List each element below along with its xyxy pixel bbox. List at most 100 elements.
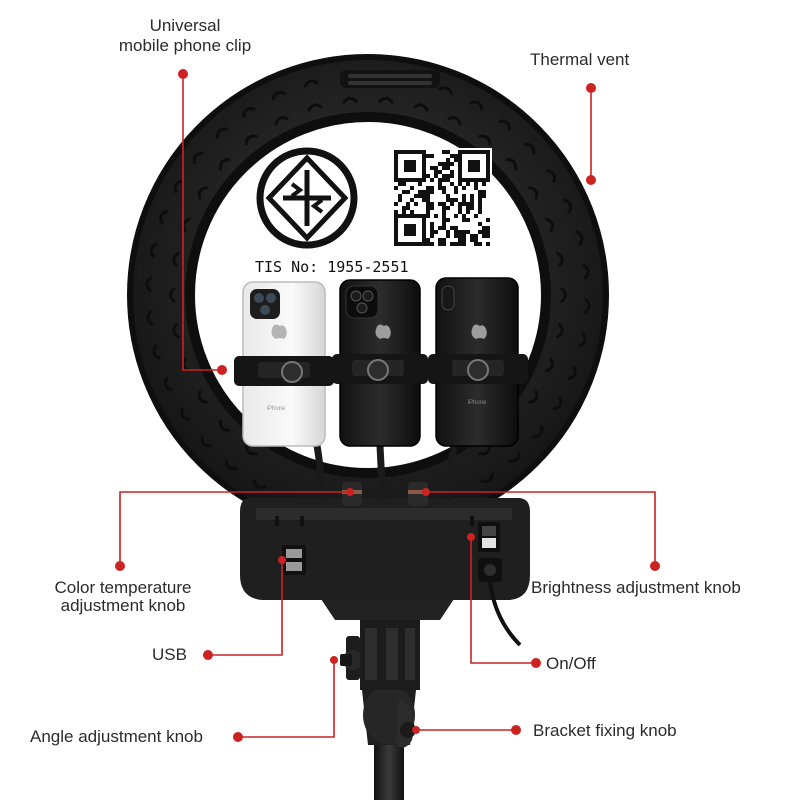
qr-module bbox=[410, 198, 414, 202]
qr-module bbox=[418, 182, 422, 186]
qr-module bbox=[430, 242, 434, 246]
qr-finder bbox=[394, 214, 426, 246]
qr-module bbox=[446, 198, 450, 202]
qr-module bbox=[462, 234, 466, 238]
qr-module bbox=[454, 186, 458, 190]
qr-module bbox=[430, 190, 434, 194]
qr-module bbox=[442, 178, 446, 182]
power-switch[interactable] bbox=[478, 522, 500, 552]
vent-crescent bbox=[562, 198, 573, 214]
vent-crescent bbox=[532, 425, 544, 439]
qr-module bbox=[422, 190, 426, 194]
qr-module bbox=[438, 170, 442, 174]
qr-module bbox=[438, 182, 442, 186]
label-thermal-vent: Thermal vent bbox=[530, 50, 630, 69]
apple-logo-icon bbox=[271, 324, 287, 339]
phone-clip-center[interactable] bbox=[332, 354, 428, 384]
vent-crescent bbox=[244, 134, 258, 146]
qr-module bbox=[394, 202, 398, 206]
qr-module bbox=[474, 238, 478, 242]
qr-module bbox=[470, 238, 474, 242]
qr-module bbox=[482, 226, 486, 230]
angle-adjustment-knob[interactable] bbox=[340, 636, 363, 680]
qr-module bbox=[458, 238, 462, 242]
tis-number: TIS No: 1955-2551 bbox=[255, 258, 409, 276]
qr-module bbox=[442, 206, 446, 210]
vent-crescent bbox=[242, 107, 256, 118]
qr-module bbox=[422, 198, 426, 202]
qr-module bbox=[402, 182, 406, 186]
qr-module bbox=[426, 210, 430, 214]
qr-module bbox=[418, 190, 422, 194]
qr-module bbox=[426, 206, 430, 210]
label-on-off: On/Off bbox=[546, 654, 596, 673]
qr-module bbox=[454, 230, 458, 234]
qr-module bbox=[454, 190, 458, 194]
vent-crescent bbox=[271, 90, 287, 101]
qr-module bbox=[458, 206, 462, 210]
qr-module bbox=[430, 154, 434, 158]
callout-color-temp bbox=[119, 491, 350, 566]
vent-crescent bbox=[544, 357, 554, 373]
qr-module bbox=[470, 198, 474, 202]
vent-crescent bbox=[173, 179, 184, 194]
qr-module bbox=[482, 230, 486, 234]
qr-module bbox=[442, 218, 446, 222]
vent-crescent bbox=[552, 396, 563, 411]
qr-finder-center bbox=[404, 224, 416, 236]
qr-module bbox=[438, 202, 442, 206]
vent-crescent bbox=[555, 251, 564, 268]
vent-crescent bbox=[149, 242, 158, 259]
qr-module bbox=[438, 238, 442, 242]
label-usb: USB bbox=[152, 645, 187, 664]
vent-crescent bbox=[567, 364, 577, 381]
qr-module bbox=[482, 194, 486, 198]
phone-clip-left[interactable] bbox=[234, 356, 334, 386]
qr-module bbox=[438, 242, 442, 246]
qr-module bbox=[450, 198, 454, 202]
qr-module bbox=[450, 154, 454, 158]
dot-color-temp-end bbox=[115, 561, 125, 571]
qr-finder-center bbox=[468, 160, 480, 172]
brightness-knob[interactable] bbox=[408, 482, 428, 506]
qr-module bbox=[486, 242, 490, 246]
dot-brightness-end bbox=[650, 561, 660, 571]
ring-mount-bracket bbox=[315, 590, 460, 690]
vent-crescent bbox=[447, 116, 462, 126]
qr-module bbox=[450, 242, 454, 246]
qr-module bbox=[430, 234, 434, 238]
label-brightness: Brightness adjustment knob bbox=[531, 578, 741, 597]
qr-module bbox=[466, 230, 470, 234]
qr-module bbox=[434, 214, 438, 218]
qr-module bbox=[434, 170, 438, 174]
qr-module bbox=[446, 218, 450, 222]
dot-usb-start bbox=[278, 556, 286, 564]
qr-module bbox=[402, 206, 406, 210]
qr-module bbox=[394, 186, 398, 190]
qr-module bbox=[478, 210, 482, 214]
phone-clip-right[interactable] bbox=[428, 354, 528, 384]
phone-left-text: iPhone bbox=[267, 406, 286, 412]
qr-module bbox=[406, 190, 410, 194]
qr-module bbox=[430, 202, 434, 206]
dot-phone-clip-top bbox=[178, 69, 188, 79]
qr-module bbox=[442, 150, 446, 154]
vent-crescent bbox=[498, 119, 512, 131]
dot-thermal-vent-end bbox=[586, 175, 596, 185]
qr-module bbox=[462, 198, 466, 202]
qr-module bbox=[478, 190, 482, 194]
qr-module bbox=[454, 198, 458, 202]
qr-module bbox=[442, 202, 446, 206]
vent-crescent bbox=[413, 103, 429, 112]
bracket-fixing-knob[interactable] bbox=[396, 700, 416, 748]
vent-crescent bbox=[544, 217, 554, 233]
vent-crescent bbox=[197, 185, 208, 200]
qr-module bbox=[442, 214, 446, 218]
qr-module bbox=[402, 190, 406, 194]
qr-module bbox=[478, 222, 482, 226]
usb-ports[interactable] bbox=[282, 545, 306, 575]
qr-module bbox=[442, 238, 446, 242]
vent-crescent bbox=[172, 322, 181, 339]
power-port bbox=[478, 558, 522, 647]
qr-module bbox=[426, 174, 430, 178]
